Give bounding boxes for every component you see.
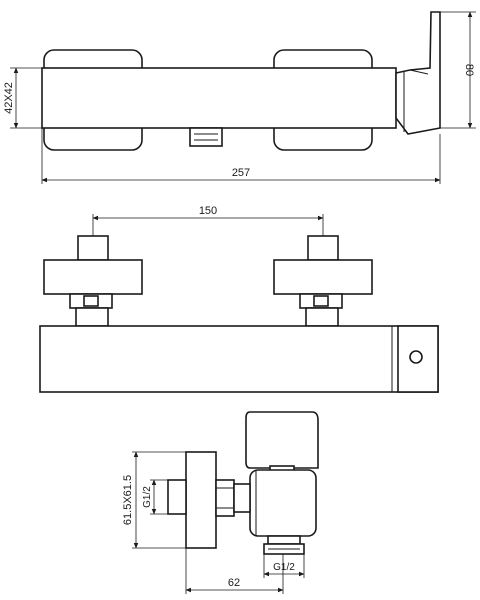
- overall-length-label: 257: [232, 167, 250, 179]
- total-height-label: 80: [463, 64, 475, 76]
- lever-handle-top: [395, 11, 441, 135]
- side-view: 61.5X61.5 G1/2 G1/2 62: [122, 411, 319, 594]
- left-inlet-connector: [43, 235, 143, 327]
- lever-side: [245, 411, 319, 469]
- mixer-body-top: [41, 67, 397, 129]
- side-body-size-label: 61.5X61.5: [122, 475, 134, 525]
- mixer-body-side: [249, 469, 317, 537]
- projection-label: 62: [228, 577, 240, 589]
- mixer-body-front: [39, 325, 439, 393]
- wall-thread-label: G1/2: [142, 486, 153, 508]
- connector-nut: [215, 479, 235, 517]
- inlet-spacing-label: 150: [199, 205, 217, 217]
- top-view: 257 42X42 80: [3, 11, 476, 184]
- outlet-thread-label: G1/2: [273, 562, 295, 573]
- wall-flange: [185, 451, 217, 549]
- right-inlet-connector: [273, 235, 373, 327]
- outlet-nut-top: [189, 127, 223, 147]
- knob-indicator: [409, 350, 423, 364]
- body-section-label: 42X42: [3, 82, 15, 114]
- wall-thread-stub: [167, 479, 187, 515]
- front-view: 150: [39, 205, 439, 393]
- outlet-side: [267, 535, 301, 545]
